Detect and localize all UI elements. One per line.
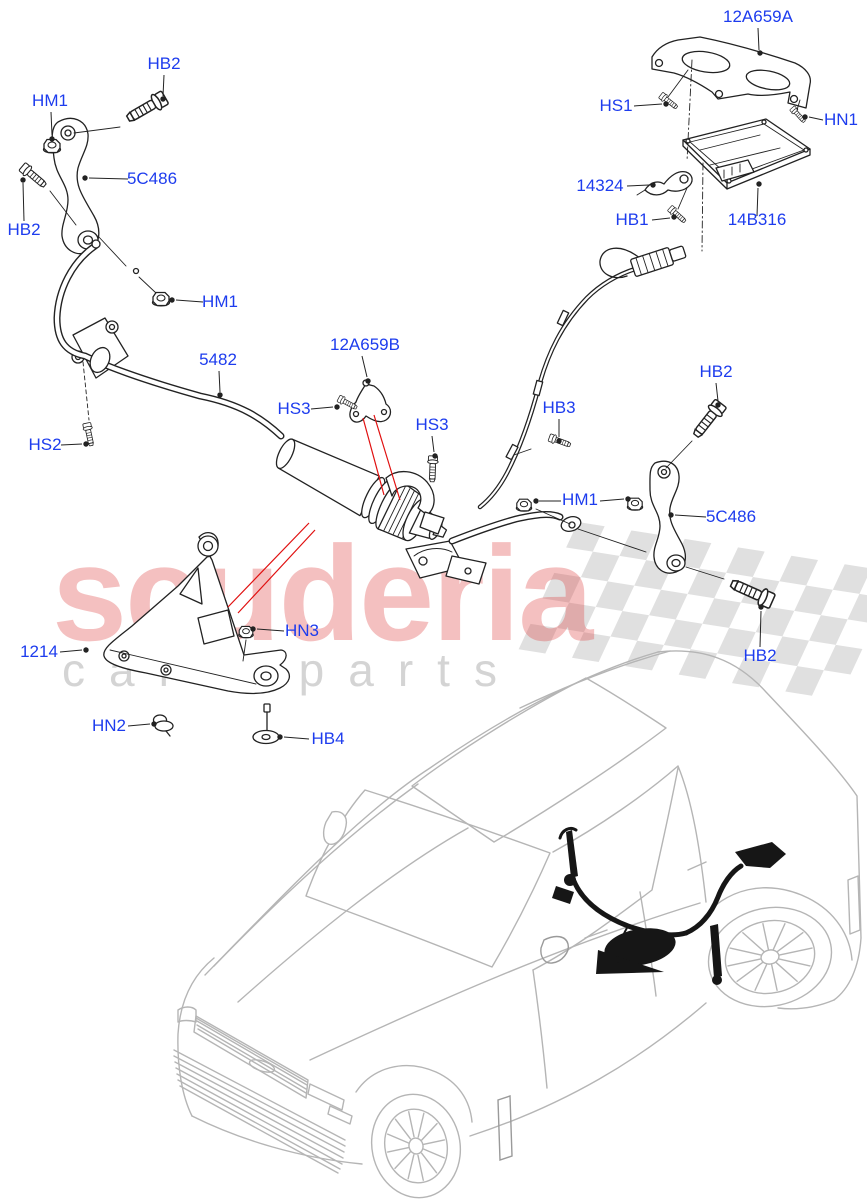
vehicle-harness-highlight (552, 826, 786, 985)
vehicle-badge (248, 1059, 276, 1073)
bolt-hn2 (152, 714, 174, 737)
part-label-hn3: HN3 (285, 621, 319, 640)
part-actuator-assembly (275, 438, 448, 542)
vehicle-left-mirror (322, 810, 348, 845)
part-skid-bracket-1214 (103, 532, 291, 695)
part-label-12a659b: 12A659B (330, 335, 400, 354)
part-label-hb1: HB1 (615, 210, 648, 229)
part-label-hs3-right: HS3 (415, 415, 448, 434)
part-label-hb2-top-left: HB2 (147, 54, 180, 73)
vehicle-door-seams (532, 891, 657, 1089)
part-drop-link-right (649, 460, 687, 574)
part-saddle-clamp (405, 540, 487, 585)
vehicle-roofline (204, 651, 659, 976)
part-labels: HB2 HM1 5C486 HB2 HM1 5482 HS2 12A659B H… (7, 7, 858, 748)
part-stabilizer-bar-right (448, 511, 582, 545)
part-label-hm1-right: HM1 (562, 490, 598, 509)
bolt-hb4 (252, 703, 280, 745)
part-label-hb3: HB3 (542, 398, 575, 417)
part-label-5c486-left: 5C486 (127, 169, 177, 188)
part-drop-link-left (51, 117, 100, 255)
vehicle-bumper-slats (173, 1049, 346, 1174)
part-label-5c486-right: 5C486 (706, 507, 756, 526)
vehicle-right-mirror (540, 935, 569, 964)
vehicle-front-fascia (177, 957, 215, 1117)
part-label-5482: 5482 (199, 350, 237, 369)
part-label-hn1: HN1 (824, 110, 858, 129)
part-harness-cable (477, 245, 687, 510)
part-mount-bracket-12a659a (651, 36, 812, 109)
assembly-lines (49, 59, 801, 580)
vehicle-rear-wheel (707, 906, 833, 1008)
vehicle-sill (469, 1002, 707, 1137)
part-label-hb2-top-right: HB2 (699, 362, 732, 381)
part-actuator-strap (385, 471, 445, 535)
part-label-14b316: 14B316 (728, 210, 787, 229)
bolt-hb1 (666, 204, 689, 225)
red-reference-lines (227, 414, 401, 614)
part-harness-bracket-14324 (636, 170, 693, 196)
part-label-hs2: HS2 (28, 435, 61, 454)
bolt-hb2-top-right (688, 397, 729, 442)
part-label-hn2: HN2 (92, 716, 126, 735)
vehicle-headlight (307, 1083, 345, 1111)
part-sensor-bracket-12a659b (349, 379, 392, 423)
nut-hm1-right-a (515, 498, 533, 512)
leader-lines (20, 27, 824, 740)
part-stabilizer-bar (53, 239, 285, 440)
vehicle-windshield (305, 789, 551, 968)
vehicle-grille (193, 1015, 309, 1099)
checkered-flag-icon (518, 522, 867, 696)
vehicle-side-glass (532, 765, 707, 971)
vehicle-rear-quarter (657, 650, 862, 1001)
vehicle-sunroof (411, 677, 667, 843)
bolt-hs1 (657, 91, 680, 112)
vehicle-front-wheel (370, 1093, 462, 1199)
bolt-hs3-right (426, 455, 439, 483)
vehicle-rear-wheel-arch (699, 887, 853, 961)
part-label-hm1-mid: HM1 (202, 292, 238, 311)
nut-hm1-mid (151, 291, 171, 307)
part-label-hb4: HB4 (311, 729, 344, 748)
part-label-hs3-left: HS3 (277, 399, 310, 418)
part-label-14324: 14324 (576, 176, 623, 195)
part-label-hm1-top-left: HM1 (32, 91, 68, 110)
part-label-hb2-bottom-right: HB2 (743, 646, 776, 665)
exploded-parts-drawing (17, 27, 824, 745)
fasteners (17, 89, 808, 745)
part-label-1214: 1214 (20, 642, 58, 661)
part-label-hs1: HS1 (599, 96, 632, 115)
vehicle-illustration (173, 650, 862, 1199)
vehicle-front-wheel-arch (355, 1064, 473, 1123)
part-label-hb2-left: HB2 (7, 220, 40, 239)
part-ecu-module-14b316 (682, 118, 811, 190)
part-label-12a659a: 12A659A (723, 7, 794, 26)
bolt-hb2-top-left (123, 89, 171, 127)
